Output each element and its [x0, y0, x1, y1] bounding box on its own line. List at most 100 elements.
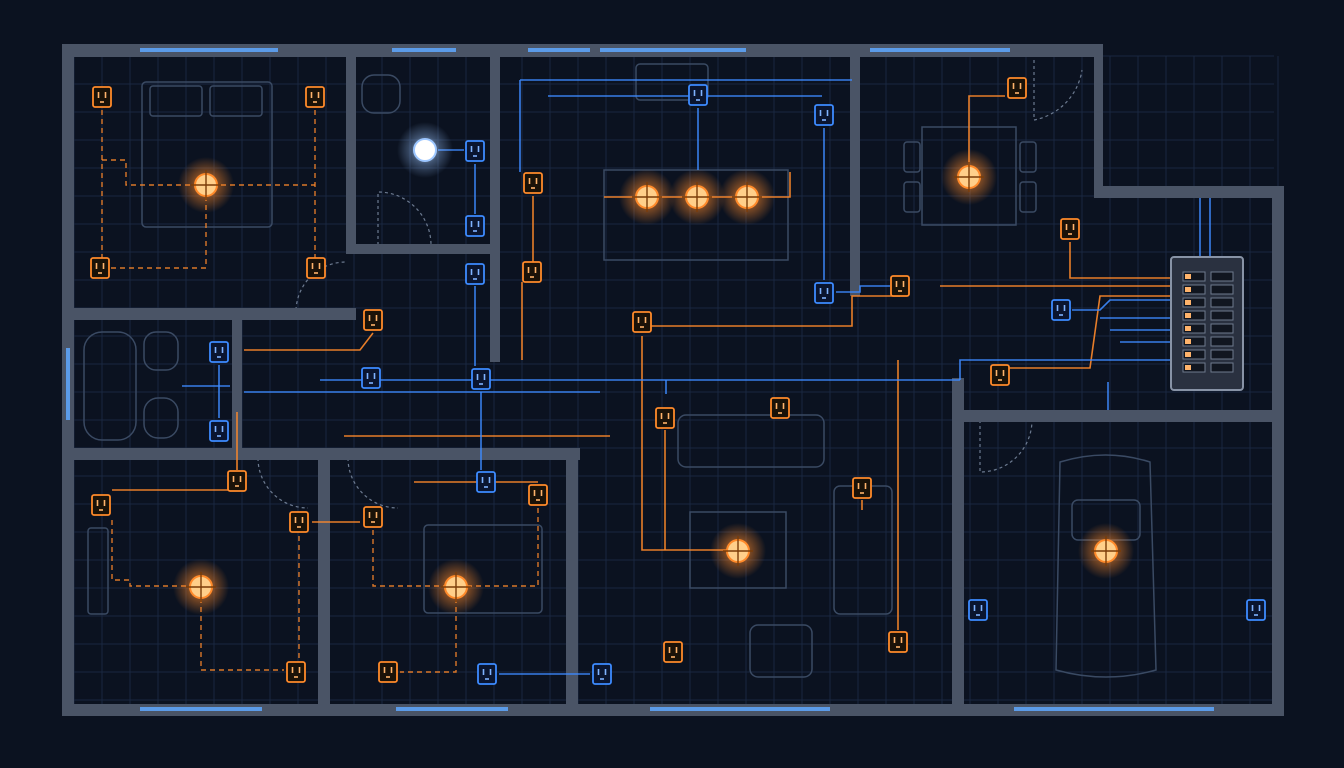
outlet-plate — [306, 257, 326, 279]
breaker-indicator — [1185, 339, 1191, 344]
wall-right — [1272, 186, 1284, 714]
outlets — [90, 77, 1266, 685]
outlet-icon — [1060, 218, 1080, 240]
breaker-indicator — [1185, 365, 1191, 370]
outlet-icon — [990, 364, 1010, 386]
dining-chair — [903, 181, 921, 213]
outlet-icon — [1007, 77, 1027, 99]
ceiling-light-icon — [710, 523, 766, 579]
data-wire — [1199, 198, 1211, 256]
breaker-switch — [1210, 349, 1234, 360]
toilet-top — [361, 74, 401, 114]
outlet-icon — [1051, 299, 1071, 321]
power-wire — [400, 598, 457, 673]
outlet-icon — [209, 420, 229, 442]
outlet-icon — [378, 661, 398, 683]
breaker-switch — [1182, 323, 1206, 334]
outlet-plate — [1246, 599, 1266, 621]
door-swing — [347, 457, 399, 509]
outlet-icon — [306, 257, 326, 279]
pillow — [209, 85, 263, 117]
wall-bath-bottom — [346, 244, 498, 254]
power-wire — [372, 530, 444, 587]
breaker-switch — [1182, 362, 1206, 373]
ceiling-light-icon — [941, 149, 997, 205]
outlet-icon — [363, 506, 383, 528]
door-swing — [257, 457, 309, 509]
outlet-plate — [209, 341, 229, 363]
outlet-icon — [770, 397, 790, 419]
light-fixture — [413, 138, 437, 162]
windows — [66, 48, 1214, 711]
ceiling-light-icon — [173, 559, 229, 615]
outlet-plate — [289, 511, 309, 533]
wall-utility-top — [1094, 186, 1284, 198]
door-swing — [1033, 60, 1083, 121]
power-wire — [200, 598, 284, 671]
breaker-indicator — [1185, 274, 1191, 279]
door-swing — [979, 419, 1033, 473]
outlet-plate — [476, 471, 496, 493]
breaker-switch — [1210, 362, 1234, 373]
wall-garage-top — [952, 410, 1284, 422]
wall-bedroom-bottom — [62, 308, 356, 320]
wall-lower-bedrooms-middle — [318, 448, 330, 716]
outlet-icon — [289, 511, 309, 533]
outlet-icon — [476, 471, 496, 493]
breaker-switch — [1182, 271, 1206, 282]
power-wire — [1000, 295, 1170, 369]
breaker-indicator — [1185, 326, 1191, 331]
power-wire — [244, 332, 374, 351]
data-wire — [519, 79, 852, 172]
outlet-plate — [990, 364, 1010, 386]
outlet-icon — [655, 407, 675, 429]
outlet-icon — [91, 494, 111, 516]
door-swing — [377, 191, 432, 246]
outlet-icon — [592, 663, 612, 685]
dining-chair — [903, 141, 921, 173]
breaker-panel-icon[interactable] — [1170, 256, 1244, 391]
outlet-plate — [471, 368, 491, 390]
power-wire — [102, 159, 315, 186]
breaker-switch — [1210, 271, 1234, 282]
ceiling-light-icon — [428, 559, 484, 615]
breakers — [1182, 271, 1234, 373]
data-wire — [836, 285, 890, 293]
outlet-plate — [522, 261, 542, 283]
outlet-plate — [91, 494, 111, 516]
wall-bath-left-right — [232, 318, 242, 450]
bed-bottom-middle — [423, 524, 543, 614]
outlet-plate — [655, 407, 675, 429]
ceiling-light-icon — [669, 169, 725, 225]
breaker-switch — [1182, 284, 1206, 295]
outlet-plate — [814, 104, 834, 126]
outlet-icon — [305, 86, 325, 108]
outlet-plate — [852, 477, 872, 499]
breaker-indicator — [1185, 352, 1191, 357]
outlet-icon — [688, 84, 708, 106]
breaker-switch — [1210, 310, 1234, 321]
outlet-icon — [471, 368, 491, 390]
power-wire — [642, 295, 900, 327]
outlet-plate — [92, 86, 112, 108]
outlet-plate — [688, 84, 708, 106]
pillow — [149, 85, 203, 117]
breaker-switch — [1210, 284, 1234, 295]
outlet-plate — [890, 275, 910, 297]
desk-bottom-left — [87, 527, 109, 615]
outlet-icon — [363, 309, 383, 331]
outlet-plate — [227, 470, 247, 492]
outlet-icon — [814, 282, 834, 304]
outlet-icon — [632, 311, 652, 333]
outlet-plate — [465, 140, 485, 162]
outlet-plate — [663, 641, 683, 663]
ceiling-light-icon — [619, 169, 675, 225]
ceiling-light-icon — [178, 157, 234, 213]
outlet-plate — [378, 661, 398, 683]
outlet-plate — [90, 257, 110, 279]
outlet-plate — [523, 172, 543, 194]
breaker-switch — [1182, 336, 1206, 347]
outlet-icon — [968, 599, 988, 621]
outlet-icon — [1246, 599, 1266, 621]
